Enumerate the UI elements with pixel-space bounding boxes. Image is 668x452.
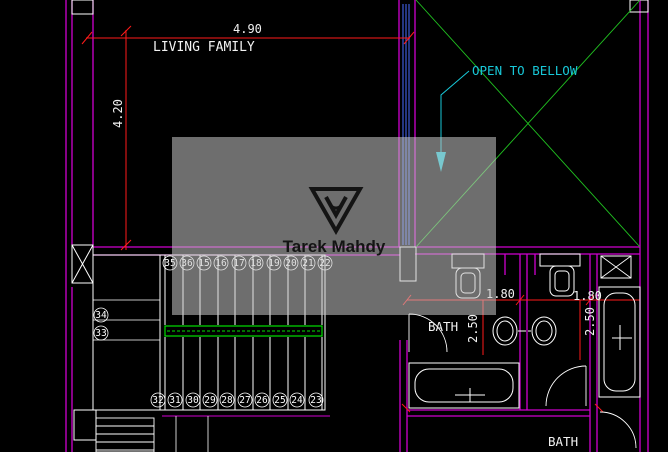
- bathtub-2: [598, 286, 641, 398]
- basin-1: [492, 316, 526, 346]
- door-swings: [408, 313, 637, 449]
- room-label-bath-1: BATH: [428, 319, 458, 334]
- stair-step-circle: [167, 392, 183, 408]
- stair-numbers-landing: 34 33: [93, 307, 109, 341]
- stair-step-number: 23: [310, 395, 321, 406]
- stair-step-number: 28: [221, 395, 233, 406]
- stair-step-number: 27: [239, 395, 250, 406]
- lower-stair: [95, 417, 155, 452]
- stair-step-number: 26: [256, 395, 268, 406]
- stair-step-circle: [185, 392, 201, 408]
- stair-step-number: 25: [274, 395, 285, 406]
- stair-step-number: 34: [95, 310, 107, 321]
- stair-step-circle: [150, 392, 166, 408]
- watermark-logo-icon: [308, 187, 364, 235]
- stair-step-number: 35: [164, 258, 175, 269]
- dim-bath-1-height: 2.50: [466, 314, 480, 343]
- stair-step-number: 32: [152, 395, 163, 406]
- note-open-to-below: OPEN TO BELLOW: [472, 63, 578, 78]
- wc-2: [539, 253, 581, 297]
- dim-living-width: 4.90: [233, 22, 262, 36]
- stair-step-circle: [254, 392, 270, 408]
- watermark-name: Tarek Mahdy: [282, 237, 386, 256]
- stair-step-circle: [219, 392, 235, 408]
- stair-step-circle: [308, 392, 324, 408]
- stair-step-circle: [93, 325, 109, 341]
- dim-bath-2-height: 2.50: [583, 307, 597, 336]
- stair-step-number: 33: [95, 328, 106, 339]
- stair-step-circle: [202, 392, 218, 408]
- room-label-bath-2: BATH: [548, 434, 578, 449]
- stair-step-circle: [93, 307, 109, 323]
- handrail: [164, 325, 323, 337]
- landing-treads: [93, 299, 160, 341]
- shaft-box: [600, 255, 632, 279]
- stair-step-circle: [289, 392, 305, 408]
- watermark-overlay: Tarek Mahdy: [172, 137, 496, 315]
- dim-bath-2-width: 1.80: [573, 289, 602, 303]
- stair-step-number: 31: [169, 395, 181, 406]
- stair-step-number: 24: [291, 395, 303, 406]
- room-label-living: LIVING FAMILY: [153, 40, 255, 55]
- bathtub-1: [408, 362, 520, 409]
- stair-numbers-lower: 32 31 30 29 28 27 26 25 24 23: [150, 392, 324, 408]
- stair-step-circle: [237, 392, 253, 408]
- stair-step-number: 29: [204, 395, 216, 406]
- stair-step-circle: [272, 392, 288, 408]
- basin-2: [528, 316, 557, 346]
- stair-step-number: 30: [187, 395, 199, 406]
- dim-living-height: 4.20: [111, 99, 125, 128]
